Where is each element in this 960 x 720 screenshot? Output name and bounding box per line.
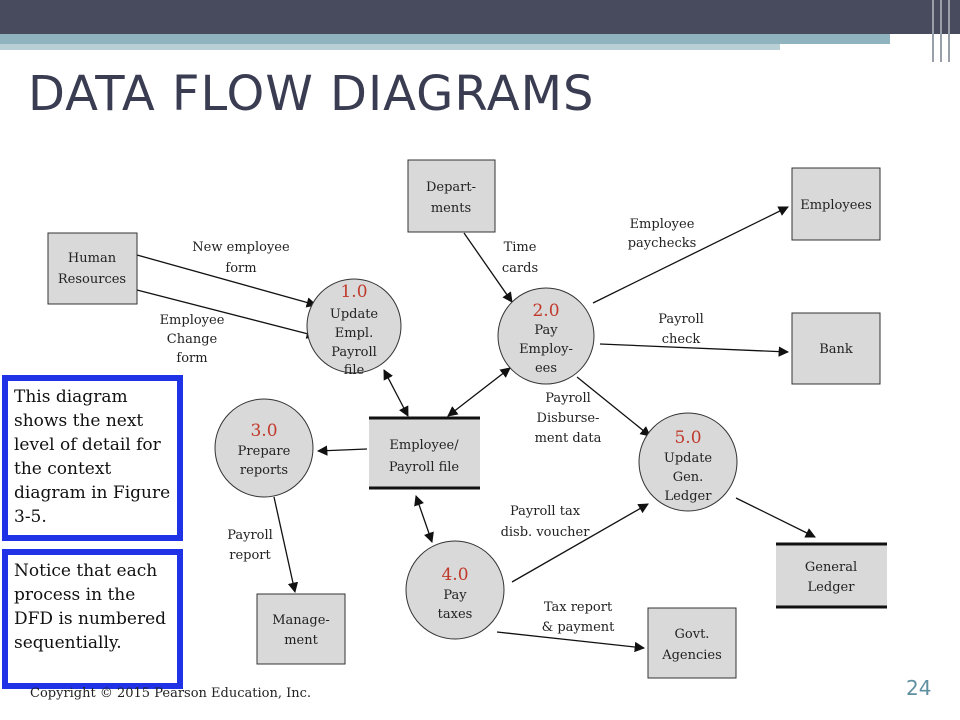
process-label: Payroll	[331, 345, 377, 360]
store-employee-payroll: Employee/ Payroll file	[369, 416, 480, 490]
process-number: 4.0	[441, 565, 468, 585]
flow-label: Change	[167, 332, 218, 347]
process-label: Pay	[443, 588, 467, 603]
process-label: Gen.	[673, 470, 704, 485]
entity-label: Human	[68, 251, 117, 266]
store-general-ledger: General Ledger	[776, 542, 887, 609]
process-label: Employ-	[519, 342, 573, 357]
process-label: Ledger	[665, 489, 713, 504]
flow-label: New employee	[192, 240, 290, 255]
note-detail-level: This diagram shows the next level of det…	[2, 375, 183, 541]
entity-employees: Employees	[791, 167, 881, 241]
flow-label: cards	[502, 261, 538, 276]
process-1: 1.0 Update Empl. Payroll file	[306, 278, 402, 378]
accent-bar-light	[0, 44, 780, 50]
decor-line	[940, 0, 942, 62]
entity-label: ment	[284, 633, 318, 648]
entity-management: Manage- ment	[256, 593, 346, 665]
store-label: Employee/	[389, 438, 459, 453]
store-label: Payroll file	[389, 460, 460, 475]
note-text: Notice that each process in the DFD is n…	[14, 561, 167, 653]
flow-new-employee-form-arrow	[136, 254, 318, 308]
flow-label: form	[176, 351, 207, 366]
entity-label: Agencies	[661, 648, 722, 663]
process-label: taxes	[438, 607, 473, 622]
flow-payroll-report-arrow	[273, 496, 299, 594]
note-text: This diagram shows the next level of det…	[14, 387, 171, 527]
process-3: 3.0 Prepare reports	[214, 398, 314, 498]
flow-label: disb. voucher	[501, 525, 591, 540]
entity-label: ments	[431, 201, 471, 216]
entity-govt-agencies: Govt. Agencies	[647, 607, 737, 679]
flow-label: check	[662, 332, 701, 347]
entity-label: Employees	[800, 198, 872, 213]
flow-general-ledger-arrow	[735, 497, 816, 538]
process-4: 4.0 Pay taxes	[405, 540, 505, 640]
process-number: 1.0	[340, 282, 367, 302]
flow-label: Disburse-	[537, 411, 600, 426]
entity-label: Depart-	[426, 180, 476, 195]
flow-label: paychecks	[628, 236, 697, 251]
flow-p1-store-arrow	[383, 369, 409, 417]
decor-line	[932, 0, 934, 62]
entity-label: Bank	[819, 342, 853, 357]
store-label: Ledger	[808, 580, 856, 595]
flow-label: Payroll	[545, 391, 591, 406]
flow-time-cards-arrow	[463, 232, 513, 303]
flow-arrows	[136, 206, 816, 653]
flow-label: & payment	[542, 620, 616, 635]
flow-store-to-p3-arrow	[316, 445, 368, 456]
flow-label: Payroll	[658, 312, 704, 327]
process-5: 5.0 Update Gen. Ledger	[638, 412, 738, 512]
process-label: Prepare	[238, 444, 291, 459]
process-number: 5.0	[674, 428, 701, 448]
flow-store-p4-arrow	[414, 495, 434, 543]
process-label: ees	[535, 361, 557, 376]
flow-label: report	[229, 548, 271, 563]
entity-departments: Depart- ments	[407, 159, 496, 233]
flow-employee-paychecks-arrow	[592, 206, 789, 304]
entity-label: Manage-	[272, 613, 330, 628]
flow-label: Employee	[160, 313, 225, 328]
process-label: Pay	[534, 323, 558, 338]
flow-p2-store-arrow	[447, 367, 511, 417]
flow-labels: New employee form Employee Change form T…	[160, 217, 704, 635]
decor-line	[948, 0, 950, 62]
entity-label: Resources	[58, 272, 126, 287]
flow-label: Time	[504, 240, 537, 255]
process-label: Update	[330, 307, 379, 322]
process-number: 3.0	[250, 421, 277, 441]
slide-title: DATA FLOW DIAGRAMS	[28, 66, 595, 122]
process-label: file	[344, 363, 365, 378]
store-label: General	[805, 560, 857, 575]
process-2: 2.0 Pay Employ- ees	[497, 287, 595, 385]
flow-label: Employee	[630, 217, 695, 232]
flow-label: Payroll tax	[510, 504, 581, 519]
entity-label: Govt.	[675, 627, 710, 642]
top-banner	[0, 0, 960, 34]
flow-payroll-disbursement-arrow	[576, 376, 651, 437]
process-number: 2.0	[532, 301, 559, 321]
accent-bar	[0, 34, 890, 44]
copyright-text: Copyright © 2015 Pearson Education, Inc.	[30, 686, 312, 701]
flow-label: Payroll	[227, 528, 273, 543]
note-numbered-sequentially: Notice that each process in the DFD is n…	[2, 549, 183, 689]
flow-payroll-tax-voucher-arrow	[511, 503, 649, 583]
flow-tax-report-arrow	[496, 631, 646, 653]
flow-employee-change-form-arrow	[136, 289, 318, 339]
flow-label: Tax report	[544, 600, 613, 615]
flow-payroll-check-arrow	[599, 343, 790, 357]
entity-bank: Bank	[791, 312, 881, 385]
process-label: reports	[240, 463, 288, 478]
flow-label: form	[225, 261, 256, 276]
process-label: Update	[664, 451, 713, 466]
process-label: Empl.	[335, 326, 373, 341]
entity-human-resources: Human Resources	[47, 232, 138, 305]
flow-label: ment data	[535, 431, 602, 446]
page-number: 24	[906, 676, 932, 700]
